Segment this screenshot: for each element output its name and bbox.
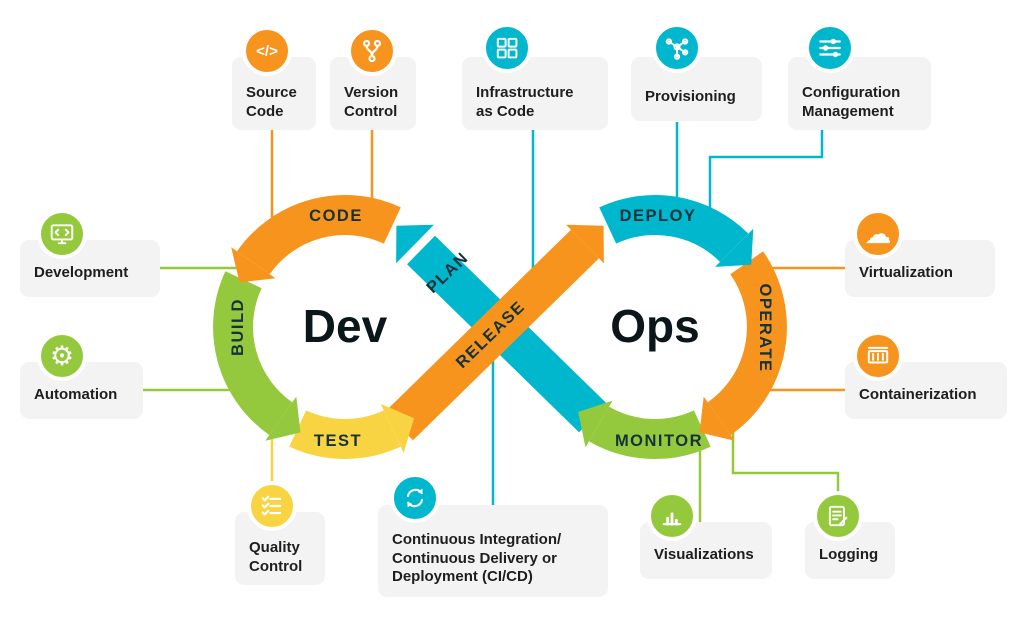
gear-icon: ⚙ — [37, 331, 87, 381]
monitor-phase-label: MONITOR — [615, 432, 703, 450]
log-document-icon — [813, 491, 863, 541]
monitor-arrow — [578, 400, 613, 448]
card-label-line: Deployment (CI/CD) — [392, 568, 533, 585]
code-band — [236, 195, 401, 275]
card-label-line: Automation — [34, 386, 118, 403]
deploy-arrow — [715, 228, 754, 267]
container-icon — [853, 331, 903, 381]
card-label-line: Virtualization — [859, 264, 953, 281]
card-label-line: Configuration — [802, 84, 901, 101]
card-label-line: Containerization — [859, 386, 977, 403]
code-phase-label: CODE — [309, 207, 363, 225]
card-label-line: Version — [344, 84, 399, 101]
loop-arrows — [231, 224, 754, 453]
cloud-glyph: ☁ — [864, 218, 892, 249]
card-label-line: Continuous Integration/ — [392, 531, 562, 548]
card-label-line: Code — [246, 102, 284, 120]
card-infrastructure-as-code: Infrastructure as Code — [462, 57, 608, 130]
connector-logging — [731, 428, 840, 500]
build-arrow — [265, 396, 301, 441]
bar-chart-icon — [647, 491, 697, 541]
gear-glyph: ⚙ — [49, 340, 75, 371]
card-configuration-management: Configuration Management — [788, 57, 931, 130]
monitor-code-icon — [37, 209, 87, 259]
network-nodes-icon — [652, 23, 702, 73]
card-label-line: Development — [34, 264, 129, 281]
card-label-line: as Code — [476, 102, 535, 120]
connector-configuration-management — [708, 130, 824, 214]
infrastructure-blocks-icon — [482, 23, 532, 73]
plan-arrow — [396, 224, 434, 264]
card-label-line: Control — [249, 557, 303, 575]
ops-title: Ops — [610, 300, 699, 352]
card-label-line: Management — [802, 102, 894, 120]
card-label-line: Quality — [249, 539, 300, 556]
card-cicd: Continuous Integration/ Continuous Deliv… — [378, 505, 608, 597]
card-label-line: Source — [246, 84, 297, 101]
cloud-icon: ☁ — [853, 209, 903, 259]
monitor-band — [589, 406, 711, 459]
test-band — [289, 410, 401, 459]
release-band — [385, 229, 599, 441]
operate-band — [707, 251, 787, 436]
code-brackets-icon: </> — [242, 26, 292, 76]
deploy-band — [599, 195, 749, 263]
deploy-phase-label: DEPLOY — [620, 207, 697, 225]
checklist-icon — [247, 481, 297, 531]
test-phase-label: TEST — [314, 432, 362, 450]
loop-bands — [213, 195, 787, 459]
code-brackets-glyph: </> — [256, 42, 278, 60]
build-band — [213, 271, 293, 436]
sliders-icon — [805, 23, 855, 73]
operate-arrow — [699, 396, 735, 441]
test-arrow — [380, 404, 414, 453]
card-label-line: Control — [344, 102, 398, 120]
connector-lines — [143, 122, 845, 522]
code-arrow — [231, 247, 276, 283]
card-provisioning: Provisioning — [631, 57, 762, 121]
dev-title: Dev — [303, 300, 388, 352]
version-branch-icon — [347, 26, 397, 76]
operate-phase-label: OPERATE — [756, 283, 774, 372]
card-label-line: Infrastructure — [476, 84, 574, 101]
build-phase-label: BUILD — [229, 298, 247, 356]
card-source-code: Source Code — [232, 57, 316, 130]
release-arrow — [566, 224, 604, 264]
sync-arrows-icon — [390, 473, 440, 523]
card-label-line: Logging — [819, 546, 879, 563]
card-label-line: Provisioning — [645, 88, 736, 105]
card-label-line: Visualizations — [654, 546, 754, 563]
card-label-line: Continuous Delivery or — [392, 549, 558, 567]
